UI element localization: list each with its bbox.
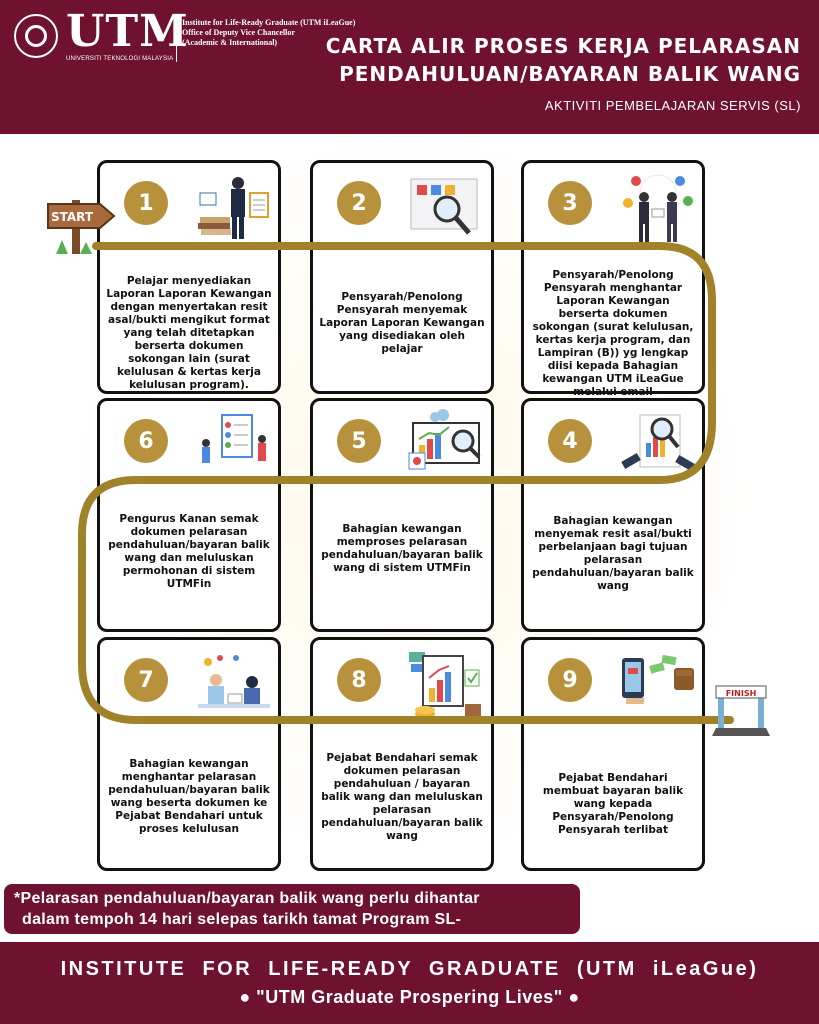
step-number: 2 — [337, 181, 381, 225]
utm-logo: UTM — [66, 6, 189, 57]
page-title-line1: CARTA ALIR PROSES KERJA PELARASAN — [325, 34, 801, 58]
approval-checklist-icon — [202, 414, 266, 463]
deadline-note: *Pelarasan pendahuluan/bayaran balik wan… — [4, 884, 580, 934]
step-number: 1 — [124, 181, 168, 225]
step-number: 5 — [337, 419, 381, 463]
footer-tagline: ● "UTM Graduate Prospering Lives" ● — [239, 987, 580, 1007]
step-card-3: 3 Pensyarah/Penolong Pensyarah menghanta… — [521, 160, 705, 411]
note-line: dalam tempoh 14 hari selepas tarikh tama… — [22, 911, 462, 928]
step-text: Bahagian kewangan menghantar pelarasan p… — [108, 758, 270, 835]
step-card-2: 2 Pensyarah/Penolong Pensyarah menyemak … — [310, 160, 494, 394]
step-number: 7 — [124, 658, 168, 702]
finish-label: FINISH — [726, 689, 757, 698]
start-sign: START — [47, 200, 116, 254]
step-text: Pengurus Kanan semak dokumen pelarasan p… — [108, 513, 270, 590]
step-card-5: 5 Bahagian kewangan memproses pelarasan … — [310, 398, 494, 632]
analytics-screen-icon — [408, 409, 481, 470]
step-number: 8 — [337, 658, 381, 702]
step-card-8: 8 Pejabat Bendahari semak dokumen pelara… — [310, 637, 494, 871]
page-title-line2: PENDAHULUAN/BAYARAN BALIK WANG — [339, 62, 801, 86]
logo-divider — [176, 16, 177, 62]
institute-block: Institute for Life-Ready Graduate (UTM i… — [182, 18, 355, 48]
note-line: *Pelarasan pendahuluan/bayaran balik wan… — [14, 890, 480, 907]
step-card-4: 4 Bahagian kewangan menyemak resit asal/… — [521, 398, 705, 632]
step-card-6: 6 Pengurus Kanan semak dokumen pelarasan… — [97, 398, 281, 632]
utm-crest-icon — [14, 14, 58, 58]
meeting-desk-icon — [198, 655, 270, 708]
step-text: Pelajar menyediakan Laporan Laporan Kewa… — [106, 275, 272, 391]
institute-line: Institute for Life-Ready Graduate (UTM i… — [182, 18, 356, 27]
step-card-9: 9 Pejabat Bendahari membuat bayaran bali… — [521, 637, 705, 871]
mobile-payment-icon — [622, 654, 694, 704]
student-report-icon — [198, 177, 269, 239]
step-card-7: 7 Bahagian kewangan menghantar pelarasan… — [97, 637, 281, 871]
step-text: Pensyarah/Penolong Pensyarah menghantar … — [532, 269, 694, 411]
step-number: 4 — [548, 419, 592, 463]
footer-institute: INSTITUTE FOR LIFE-READY GRADUATE (UTM i… — [60, 958, 759, 980]
finish-gate: FINISH — [712, 685, 770, 736]
magnifier-document-icon — [410, 178, 478, 235]
step-text: Pensyarah/Penolong Pensyarah menyemak La… — [319, 291, 485, 355]
step-number: 9 — [548, 658, 592, 702]
receipt-check-icon — [621, 414, 695, 471]
step-number: 6 — [124, 419, 168, 463]
step-text: Bahagian kewangan memproses pelarasan pe… — [321, 523, 483, 574]
start-label: START — [51, 210, 94, 224]
step-number: 3 — [548, 181, 592, 225]
step-card-1: 1 Pelajar menyediakan Laporan Laporan Ke… — [97, 160, 281, 394]
institute-line: Office of Deputy Vice Chancellor — [182, 28, 295, 37]
header: UTM UNIVERSITI TEKNOLOGI MALAYSIA Instit… — [0, 0, 819, 134]
institute-line: (Academic & International) — [182, 38, 278, 47]
finance-board-icon — [409, 652, 481, 718]
page-subtitle: AKTIVITI PEMBELAJARAN SERVIS (SL) — [544, 98, 801, 113]
handover-icon — [623, 174, 693, 242]
step-text: Bahagian kewangan menyemak resit asal/bu… — [532, 515, 694, 592]
utm-logo-subtitle: UNIVERSITI TEKNOLOGI MALAYSIA — [66, 56, 174, 62]
step-text: Pejabat Bendahari semak dokumen pelarasa… — [321, 752, 483, 842]
step-text: Pejabat Bendahari membuat bayaran balik … — [542, 772, 684, 836]
footer: INSTITUTE FOR LIFE-READY GRADUATE (UTM i… — [0, 942, 819, 1024]
